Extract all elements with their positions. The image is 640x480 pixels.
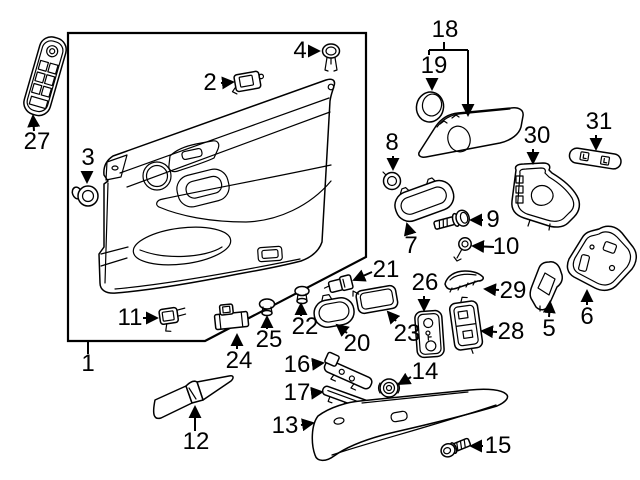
- part-label-15: 15: [484, 432, 512, 459]
- part-label-27: 27: [23, 128, 51, 155]
- part-label-2: 2: [203, 69, 217, 96]
- part-label-26: 26: [411, 269, 439, 296]
- part-2-clip: [231, 70, 265, 95]
- part-label-28: 28: [497, 318, 525, 345]
- part-label-16: 16: [283, 351, 311, 378]
- part-label-21: 21: [372, 256, 400, 283]
- part-label-3: 3: [81, 144, 95, 171]
- part-24-clip-housing: [213, 303, 250, 331]
- part-22-clip: [294, 285, 310, 305]
- part-label-6: 6: [580, 303, 594, 330]
- part-label-24: 24: [225, 347, 253, 374]
- part-label-23: 23: [393, 320, 421, 347]
- part-8-grommet: [382, 171, 402, 191]
- part-label-29: 29: [499, 277, 527, 304]
- part-16-bracket: [323, 351, 373, 391]
- part-label-22: 22: [291, 313, 319, 340]
- part-13-armrest: [311, 388, 509, 462]
- part-label-4: 4: [293, 37, 307, 64]
- part-11-clip: [158, 306, 187, 332]
- part-label-10: 10: [492, 233, 520, 260]
- part-21-bulb-socket: [323, 274, 354, 294]
- callout-arrows: [27, 42, 603, 453]
- part-label-20: 20: [343, 330, 371, 357]
- part-4-push-pin: [321, 43, 341, 72]
- part-1-door-trim-panel-drawing: [98, 78, 336, 294]
- part-label-8: 8: [385, 129, 399, 156]
- part-10-retainer-pin: [453, 237, 472, 262]
- part-27-window-switch-panel: [23, 36, 67, 117]
- part-18-speaker-sail-panel: [418, 107, 524, 158]
- part-label-9: 9: [486, 206, 500, 233]
- part-label-25: 25: [255, 326, 283, 353]
- part-30-switch-bezel: [511, 162, 581, 231]
- part-9-screw: [433, 209, 470, 230]
- part-26-lock-switch: [414, 309, 445, 359]
- part-label-1: 1: [81, 350, 95, 377]
- part-label-7: 7: [404, 232, 418, 259]
- part-20-lamp-housing: [313, 294, 355, 328]
- part-7-pull-handle: [394, 177, 455, 223]
- part-23-lamp-lens: [352, 284, 399, 315]
- part-12-sail-garnish: [152, 375, 234, 420]
- part-label-5: 5: [542, 315, 556, 342]
- part-label-19: 19: [420, 52, 448, 79]
- part-14-grommet: [377, 378, 401, 398]
- part-15-screw: [440, 437, 472, 458]
- part-label-18: 18: [431, 16, 459, 43]
- part-3-grommet: [71, 185, 99, 207]
- part-1-boundary-box: [66, 31, 368, 354]
- part-25-clip: [258, 298, 276, 317]
- part-19-speaker-ring: [415, 91, 445, 123]
- part-29-serrated-trim: [444, 270, 484, 293]
- part-5-bracket: [529, 261, 563, 312]
- part-label-17: 17: [283, 379, 311, 406]
- part-label-12: 12: [182, 428, 210, 455]
- part-label-14: 14: [411, 358, 439, 385]
- part-label-11: 11: [117, 304, 143, 331]
- part-6-carrier-panel: [566, 225, 637, 292]
- part-28-bracket-panel: [448, 296, 484, 354]
- part-31-trim-strip: [568, 147, 622, 170]
- part-label-30: 30: [523, 122, 551, 149]
- part-label-31: 31: [585, 108, 613, 135]
- part-label-13: 13: [271, 412, 299, 439]
